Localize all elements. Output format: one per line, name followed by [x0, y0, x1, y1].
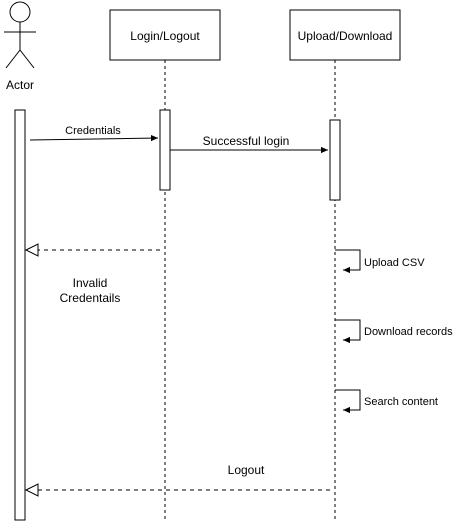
login-activation-bar [159, 109, 171, 191]
logout-label: Logout [228, 463, 265, 477]
lifeline-box-upload [289, 9, 401, 61]
invalid-label-line1: Invalid [73, 276, 108, 290]
actor-figure [4, 1, 36, 69]
upload-csv-label: Upload CSV [364, 257, 425, 269]
successful-login-label: Successful login [203, 134, 290, 148]
upload-csv-self-arrow [335, 249, 361, 274]
invalid-label-line2: Credentails [60, 291, 121, 305]
credentials-arrow [29, 134, 159, 142]
lifeline-box-login [109, 9, 221, 61]
download-records-label: Download records [364, 326, 453, 338]
lifeline-label-login: Login/Logout [130, 29, 200, 43]
lifeline-label-upload: Upload/Download [298, 29, 393, 43]
download-records-self-arrow [335, 319, 361, 344]
credentials-label: Credentials [65, 125, 121, 137]
search-content-self-arrow [335, 389, 361, 414]
logout-arrowhead [24, 483, 39, 497]
search-content-label: Search content [364, 396, 438, 408]
actor-activation-bar [14, 109, 26, 521]
invalid-credentials-arrowhead [24, 243, 39, 257]
upload-activation-bar [329, 119, 341, 201]
actor-label: Actor [6, 78, 34, 92]
